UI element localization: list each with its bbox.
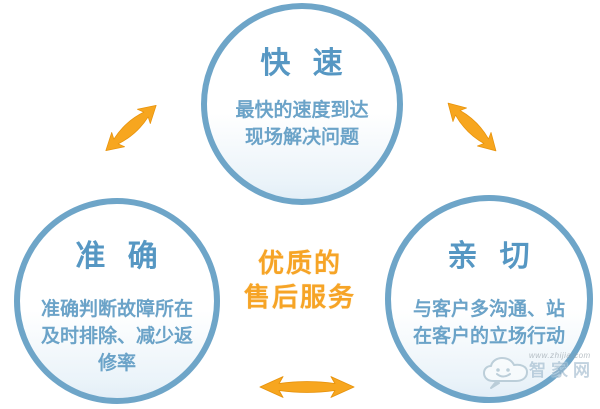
smiling-cloud-icon [483, 357, 528, 389]
circle-fast-title: 快 速 [260, 47, 344, 80]
circle-fast-desc-line: 现场解决问题 [244, 127, 359, 148]
circle-accurate-desc: 准确判断故障所在 及时排除、减少返 修率 [41, 296, 193, 377]
double-arrow-icon [257, 374, 357, 400]
circle-fast-desc-line: 最快的速度到达 [235, 100, 369, 121]
circle-accurate-desc-line: 准确判断故障所在 [40, 299, 193, 320]
double-arrow-icon [438, 93, 506, 161]
circle-friendly-title: 亲 切 [447, 240, 531, 273]
double-arrow-icon [96, 95, 166, 161]
center-label-line1: 优质的 [257, 248, 342, 278]
circle-accurate-desc-line: 修率 [97, 353, 136, 374]
center-label-line2: 售后服务 [243, 282, 356, 312]
center-label: 优质的 售后服务 [0, 246, 600, 314]
circle-accurate: 准 确 准确判断故障所在 及时排除、减少返 修率 [14, 198, 220, 404]
watermark-text: 智家网 [529, 361, 595, 380]
watermark: www.zhijia.com 智家网 [481, 351, 597, 395]
circle-friendly: 亲 切 与客户多沟通、站 在客户的立场行动 [385, 195, 593, 403]
circle-fast-desc: 最快的速度到达 现场解决问题 [235, 97, 368, 151]
circle-friendly-desc: 与客户多沟通、站 在客户的立场行动 [413, 296, 565, 350]
circle-friendly-desc-line: 与客户多沟通、站 [412, 299, 565, 320]
circle-accurate-title: 准 确 [75, 240, 159, 273]
circle-accurate-desc-line: 及时排除、减少返 [40, 326, 193, 347]
watermark-url: www.zhijia.com [529, 351, 591, 360]
circle-fast: 快 速 最快的速度到达 现场解决问题 [201, 3, 403, 205]
circle-friendly-desc-line: 在客户的立场行动 [412, 326, 565, 347]
